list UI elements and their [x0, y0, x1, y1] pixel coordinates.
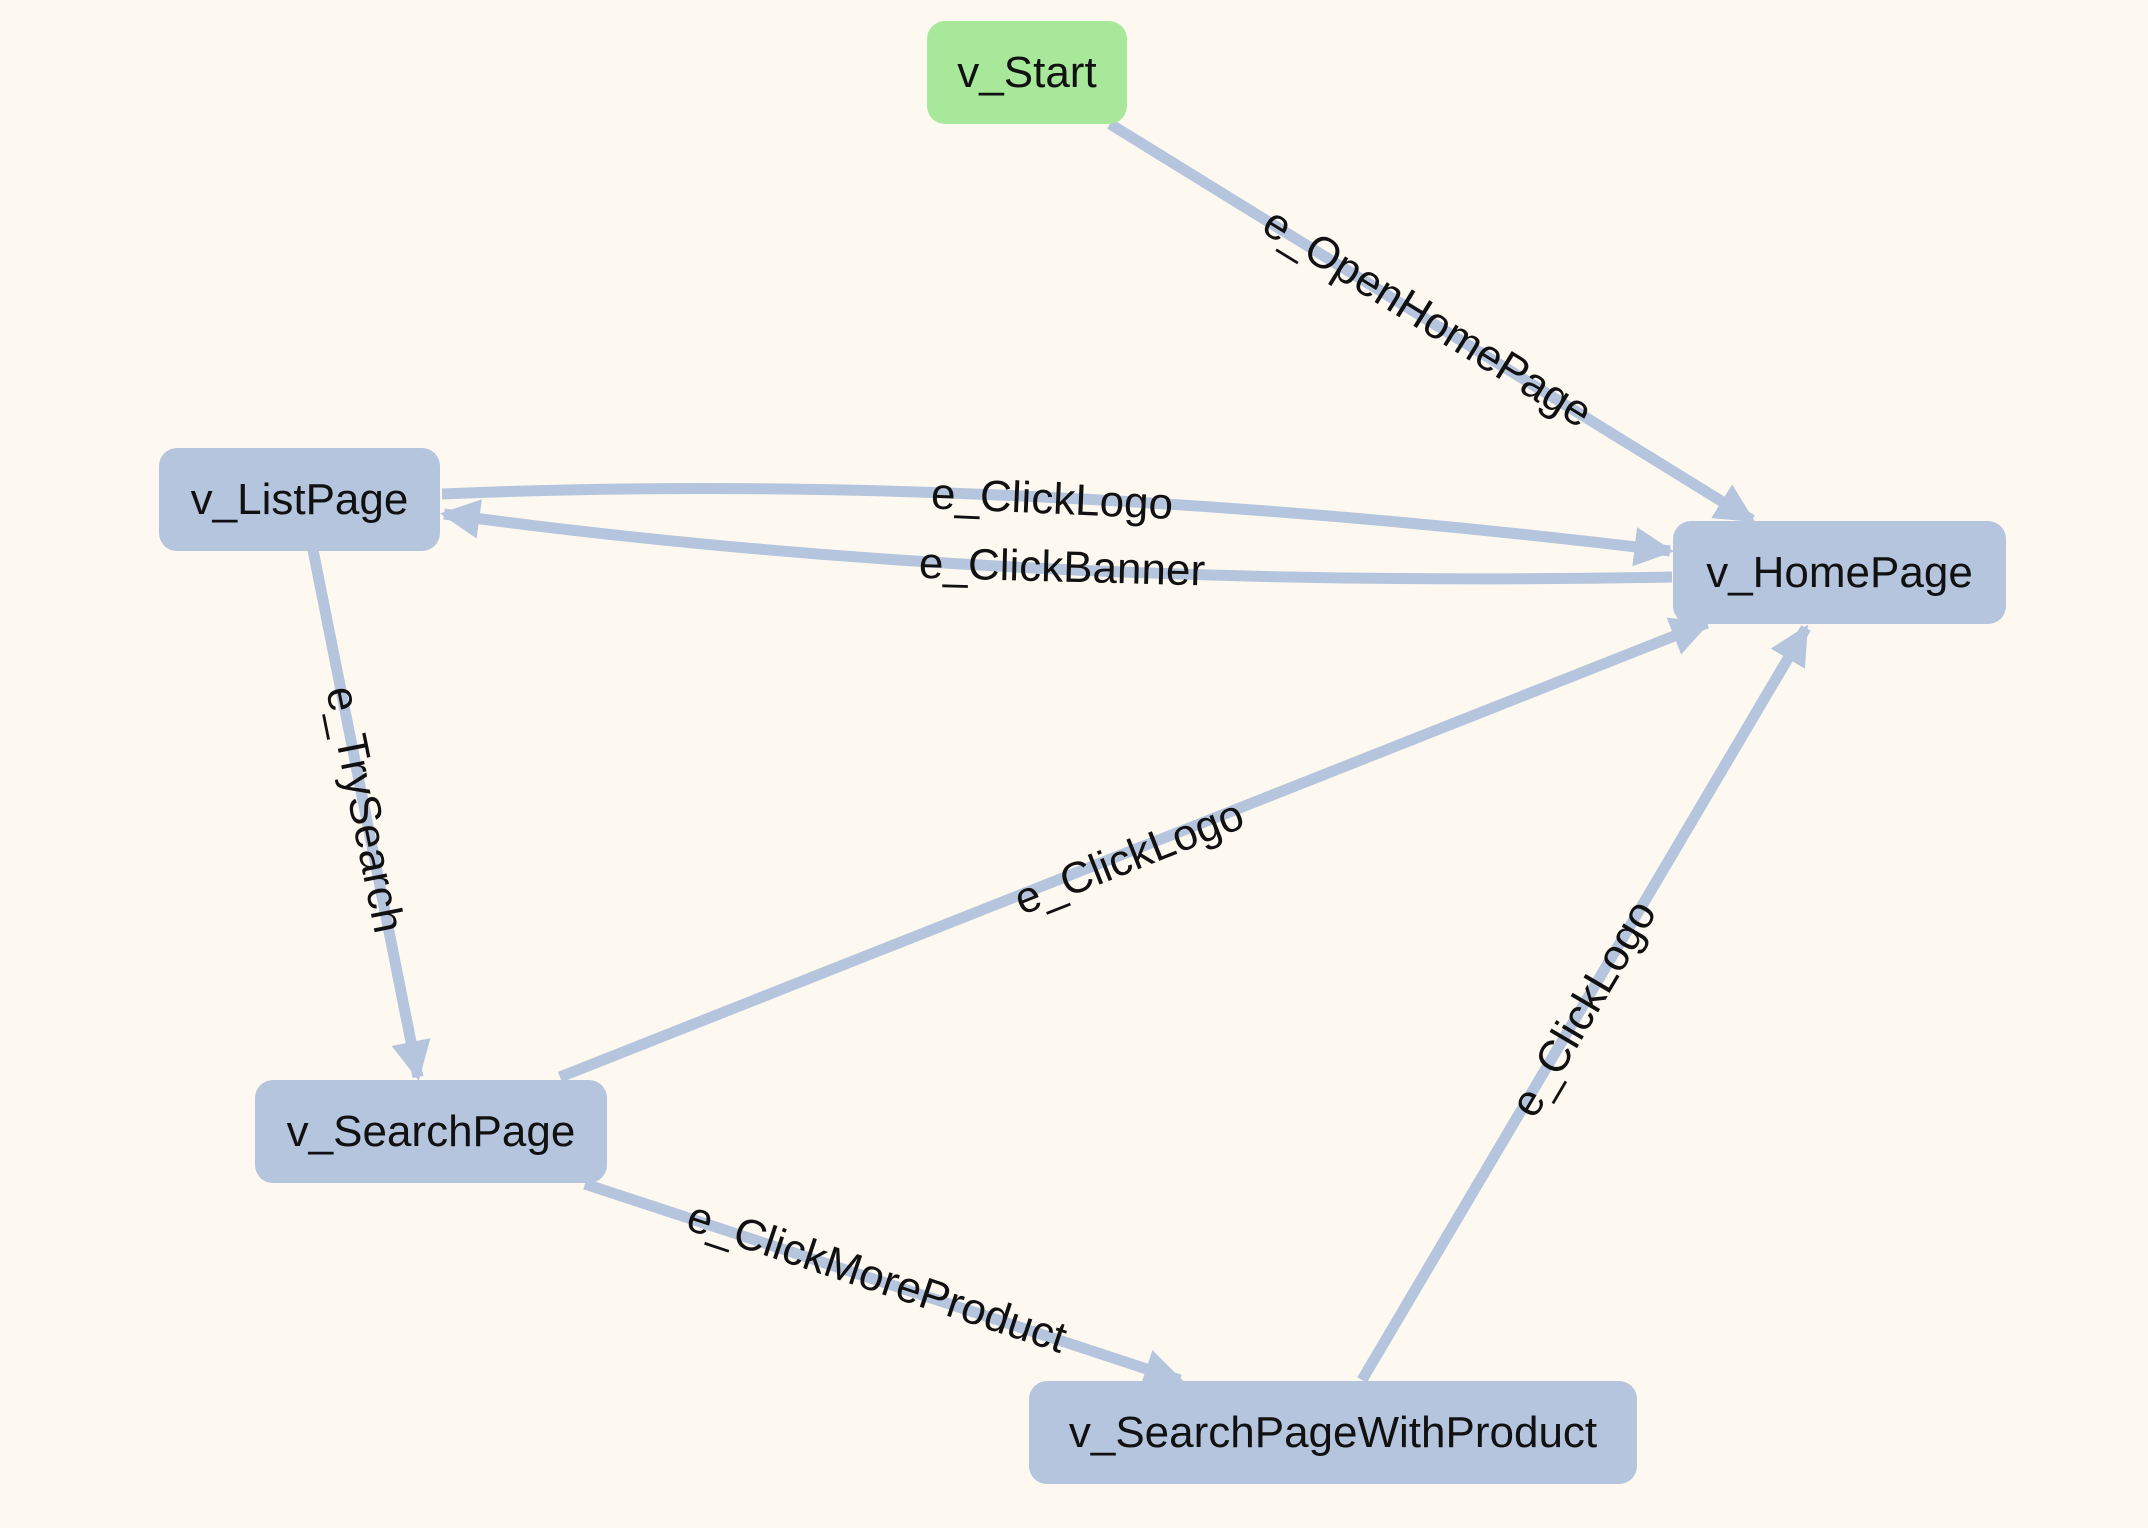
vertex-home-page[interactable]: v_HomePage: [1673, 521, 2006, 624]
vertex-search-page[interactable]: v_SearchPage: [255, 1080, 607, 1183]
edge-list-to-home[interactable]: [441, 483, 1674, 567]
edge-search-to-product[interactable]: [583, 1178, 1184, 1388]
edge-label-home-to-list: e_ClickBanner: [918, 539, 1205, 595]
edge-label-open-home-page: e_OpenHomePage: [1254, 198, 1600, 438]
edge-label-list-to-home: e_ClickLogo: [930, 469, 1174, 529]
edge-list-to-search[interactable]: [307, 548, 431, 1081]
vertex-start[interactable]: v_Start: [927, 21, 1127, 124]
vertex-list-page[interactable]: v_ListPage: [159, 448, 440, 551]
edge-search-to-home[interactable]: [557, 617, 1711, 1083]
vertex-search-page-with-product[interactable]: v_SearchPageWithProduct: [1029, 1381, 1637, 1484]
edge-label-product-to-home: e_ClickLogo: [1501, 892, 1666, 1125]
edge-label-search-to-home: e_ClickLogo: [1007, 790, 1250, 925]
edge-home-to-list[interactable]: [440, 499, 1673, 585]
edge-product-to-home[interactable]: [1357, 624, 1811, 1383]
edge-label-list-to-search: e_TrySearch: [316, 682, 413, 937]
edge-label-search-to-product: e_ClickMoreProduct: [681, 1192, 1073, 1363]
edge-open-home-page[interactable]: [1107, 119, 1756, 525]
